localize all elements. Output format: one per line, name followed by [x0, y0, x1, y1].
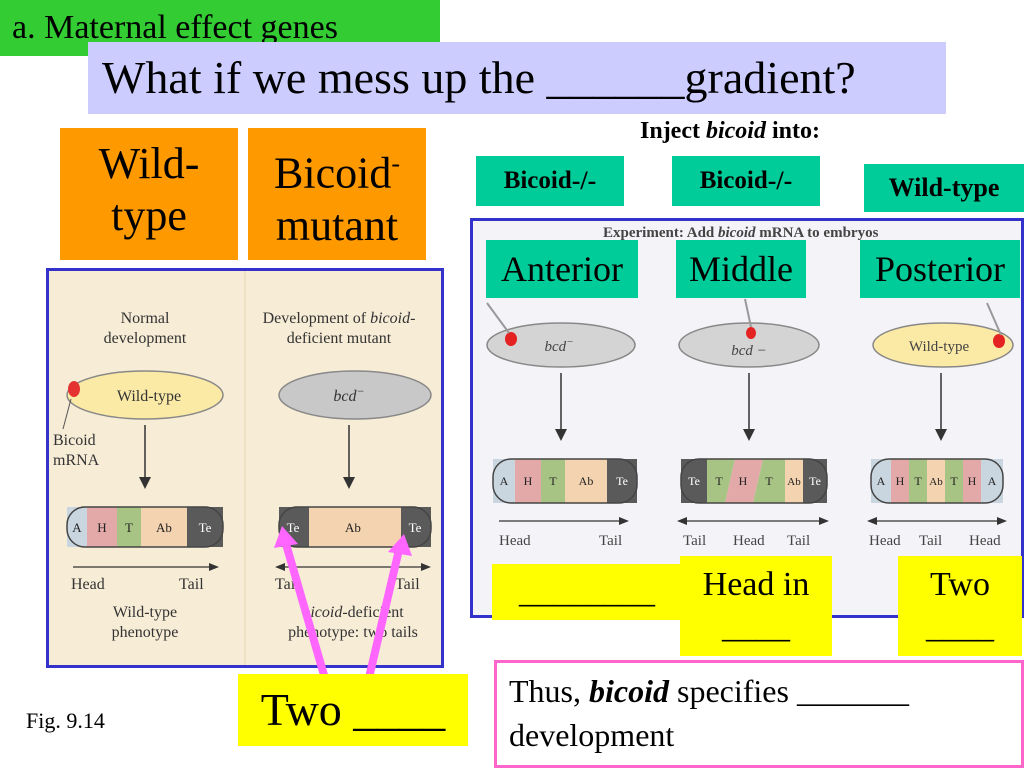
wild-type-line2: type	[111, 191, 187, 240]
rm-te-2: Te	[809, 474, 821, 488]
slide-title: What if we mess up the ______gradient?	[88, 42, 946, 114]
ax-p-tail: Tail	[919, 533, 942, 549]
egg-posterior-label: Wild-type	[909, 339, 970, 355]
recipient-bicoid-2: Bicoid-/-	[672, 156, 820, 206]
mutant-axis-tail-2: Tail	[395, 576, 420, 593]
egg-anterior-label: bcd−	[544, 336, 573, 355]
blank-posterior-box: Two ____	[898, 556, 1022, 656]
ra-t: T	[549, 474, 557, 488]
wild-type-line1: Wild-	[98, 139, 200, 188]
mseg-te-2: Te	[409, 520, 422, 535]
ra-ab: Ab	[579, 474, 594, 488]
egg-posterior	[872, 322, 1014, 368]
label-middle: Middle	[676, 240, 806, 298]
normal-caption-1: Normal	[121, 310, 170, 327]
conclusion-box: Thus, bicoid specifies _______ developme…	[494, 660, 1024, 768]
ra-a: A	[500, 474, 509, 488]
mseg-te-1: Te	[287, 520, 300, 535]
wild-type-egg	[66, 370, 224, 420]
axis-tail: Tail	[179, 576, 204, 593]
left-figure-svg: Normal development Development of bicoid…	[53, 271, 432, 665]
ax-m-tail-1: Tail	[683, 533, 706, 549]
seg-te: Te	[199, 520, 212, 535]
seg-a: A	[72, 520, 82, 535]
ax-m-head: Head	[733, 533, 765, 549]
result-middle: Te T H T Ab Te	[680, 458, 828, 504]
ax-a-head: Head	[499, 533, 531, 549]
bicoid-mrna-label-2: mRNA	[53, 452, 100, 469]
blank-middle-line1: Head in	[702, 566, 810, 603]
wild-type-box: Wild- type	[60, 128, 238, 260]
wild-phenotype-2: phenotype	[112, 624, 179, 641]
blank-posterior-line2: ____	[926, 608, 994, 645]
ax-p-head-1: Head	[869, 533, 901, 549]
rm-ab: Ab	[787, 476, 801, 488]
normal-caption-2: development	[104, 330, 187, 347]
wild-type-egg-label: Wild-type	[117, 388, 181, 405]
two-blank-box: Two ____	[238, 674, 468, 746]
bicoid-mutant-line2: mutant	[275, 200, 399, 250]
rm-h: H	[739, 474, 748, 488]
blank-middle-line2: ____	[722, 608, 790, 645]
ra-h: H	[524, 474, 533, 488]
rp-ab: Ab	[929, 476, 943, 488]
rp-h-2: H	[968, 474, 977, 488]
bicoid-mrna-dot	[68, 381, 80, 397]
axis-head: Head	[71, 576, 105, 593]
mutant-phenotype-2: phenotype: two tails	[288, 624, 418, 641]
wild-phenotype-1: Wild-type	[113, 604, 177, 621]
blank-middle-box: Head in ____	[680, 556, 832, 656]
seg-ab: Ab	[156, 520, 172, 535]
seg-h: H	[97, 520, 106, 535]
bcd-egg-label: bcd−	[333, 384, 364, 405]
bicoid-mrna-label-1: Bicoid	[53, 432, 96, 449]
rm-t-2: T	[765, 474, 773, 488]
ax-m-tail-2: Tail	[787, 533, 810, 549]
conclusion-line1: Thus, bicoid specifies _______	[509, 673, 909, 709]
mutant-caption-2: deficient mutant	[287, 330, 392, 347]
left-figure-panel: Normal development Development of bicoid…	[46, 268, 444, 668]
ax-a-tail: Tail	[599, 533, 622, 549]
egg-anterior	[486, 322, 636, 368]
normal-embryo: A H T Ab Te	[66, 506, 224, 548]
bicoid-mutant-line1: Bicoid-	[274, 148, 400, 198]
egg-middle	[678, 322, 820, 368]
ax-p-head-2: Head	[969, 533, 1001, 549]
recipient-bicoid-1: Bicoid-/-	[476, 156, 624, 206]
egg-middle-label: bcd −	[731, 343, 767, 359]
blank-posterior-line1: Two	[930, 566, 990, 603]
rp-t-2: T	[950, 474, 958, 488]
bcd-egg	[278, 370, 432, 420]
rp-h-1: H	[896, 474, 905, 488]
ra-te: Te	[616, 474, 628, 488]
mutant-embryo: Te Ab Te	[278, 506, 432, 548]
bicoid-mutant-box: Bicoid- mutant	[248, 128, 426, 260]
inject-heading: Inject bicoid into:	[640, 118, 820, 144]
figure-label: Fig. 9.14	[26, 708, 105, 733]
rm-t-1: T	[715, 474, 723, 488]
recipient-wild-type: Wild-type	[864, 164, 1024, 212]
seg-t: T	[125, 520, 133, 535]
mutant-caption-1: Development of bicoid-	[263, 310, 416, 327]
experiment-header: Experiment: Add bicoid mRNA to embryos	[603, 225, 879, 241]
experiment-svg: Experiment: Add bicoid mRNA to embryos b…	[486, 225, 1014, 549]
result-anterior: A H T Ab Te	[492, 458, 638, 504]
two-tails-arrows	[274, 526, 412, 686]
blank-anterior-box: ________	[492, 564, 682, 620]
rp-a-1: A	[877, 474, 886, 488]
label-posterior: Posterior	[860, 240, 1020, 298]
label-anterior: Anterior	[486, 240, 638, 298]
rm-te-1: Te	[688, 474, 700, 488]
mseg-ab: Ab	[345, 520, 361, 535]
rp-t-1: T	[914, 474, 922, 488]
rp-a-2: A	[988, 474, 997, 488]
conclusion-line2: development	[509, 717, 675, 753]
result-posterior: A H T Ab T H A	[870, 458, 1004, 504]
